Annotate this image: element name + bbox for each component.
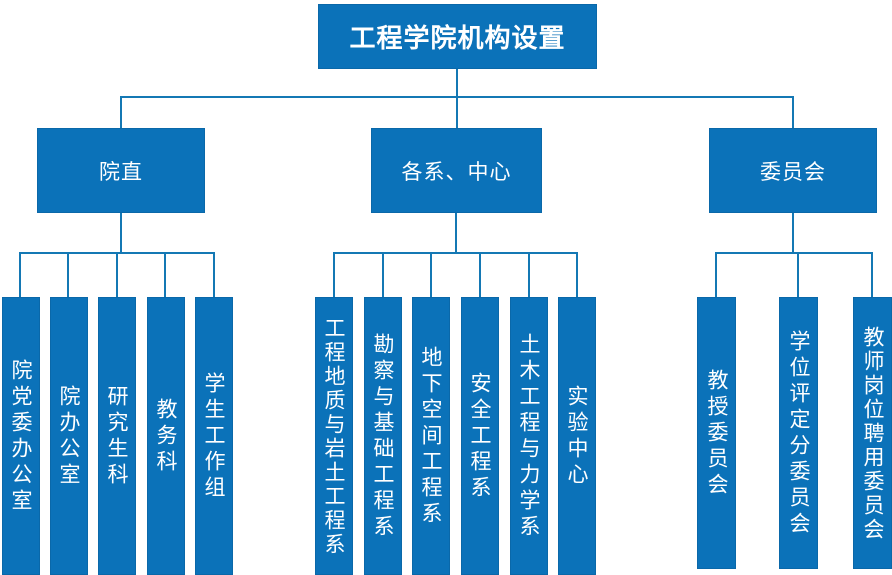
connector-level1-bus xyxy=(120,96,794,98)
branch-node-yuanzhi: 院直 xyxy=(37,128,205,213)
connector-drop-leaf xyxy=(576,252,578,297)
leaf-node-yuanbangongshi: 院办公室 xyxy=(50,297,88,575)
leaf-node-yuandangwei-bangongshi: 院党委办公室 xyxy=(2,297,40,575)
leaf-node-tumu-lixue: 土木工程与力学系 xyxy=(510,297,548,575)
leaf-node-gongcheng-dizhi-yantu: 工程地质与岩土工程系 xyxy=(315,297,353,575)
connector-drop-leaf xyxy=(479,252,481,297)
connector-drop-leaf xyxy=(67,252,69,297)
connector-drop-leaf xyxy=(382,252,384,297)
connector-branch1-stub xyxy=(455,213,457,254)
connector-branch2-bus xyxy=(715,252,873,254)
leaf-node-shiyan-zhongxin: 实验中心 xyxy=(558,297,596,575)
leaf-node-yanjiushengke: 研究生科 xyxy=(98,297,136,575)
connector-drop-branch-2 xyxy=(792,96,794,128)
leaf-node-anquan-gongcheng: 安全工程系 xyxy=(461,297,499,575)
connector-branch0-stub xyxy=(120,213,122,254)
connector-drop-leaf xyxy=(871,252,873,297)
connector-drop-leaf xyxy=(19,252,21,297)
connector-drop-leaf xyxy=(715,252,717,297)
connector-root-stub xyxy=(456,69,458,128)
connector-drop-leaf xyxy=(333,252,335,297)
leaf-node-xuesheng-gongzuozu: 学生工作组 xyxy=(195,297,233,575)
connector-drop-leaf xyxy=(430,252,432,297)
leaf-node-xuewei-pingding: 学位评定分委员会 xyxy=(779,297,818,569)
leaf-node-kancha-jichu: 勘察与基础工程系 xyxy=(364,297,402,575)
leaf-node-jiaoshi-gangwei-pinyong: 教师岗位聘用委员会 xyxy=(853,297,892,569)
connector-drop-leaf xyxy=(116,252,118,297)
connector-branch1-bus xyxy=(333,252,578,254)
leaf-node-dixia-kongjian: 地下空间工程系 xyxy=(412,297,450,575)
connector-drop-leaf xyxy=(213,252,215,297)
connector-drop-leaf xyxy=(528,252,530,297)
leaf-node-jiaoshou-weiyuanhui: 教授委员会 xyxy=(697,297,736,569)
branch-node-gexi-zhongxin: 各系、中心 xyxy=(371,128,542,213)
root-node: 工程学院机构设置 xyxy=(318,4,597,69)
branch-node-weiyuanhui: 委员会 xyxy=(709,128,877,213)
connector-drop-branch-0 xyxy=(120,96,122,128)
connector-drop-leaf xyxy=(164,252,166,297)
leaf-node-jiaowuke: 教务科 xyxy=(147,297,185,575)
connector-branch2-stub xyxy=(792,213,794,254)
connector-drop-leaf xyxy=(797,252,799,297)
